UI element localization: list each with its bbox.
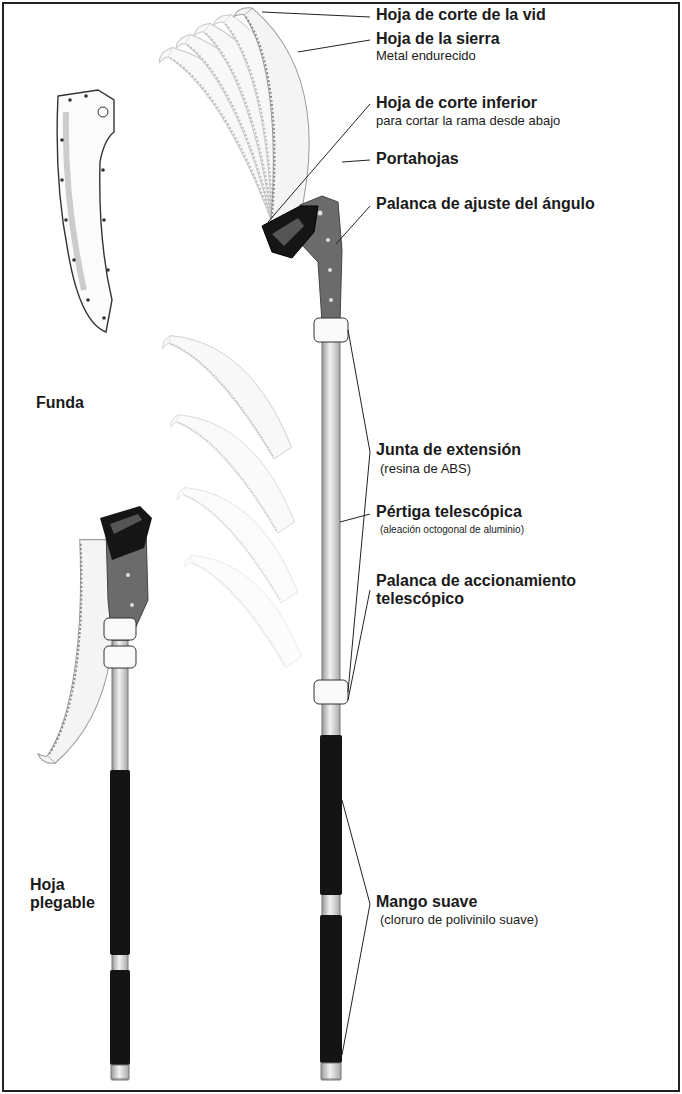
part-note: (resina de ABS) — [380, 462, 471, 477]
part-label: Hoja de la sierra — [376, 30, 500, 48]
lower-cutting-blade — [262, 206, 318, 258]
part-note: (cloruro de polivinilo suave) — [380, 913, 538, 928]
part-note: (aleación octogonal de aluminio) — [380, 524, 524, 536]
part-label: Hoja plegable — [30, 876, 110, 913]
saw-blade — [227, 7, 314, 223]
extension-joint — [314, 318, 348, 342]
soft-grip — [320, 915, 342, 1063]
frame — [3, 3, 679, 1091]
part-label: Palanca de accionamiento telescópico — [376, 572, 608, 609]
part-label: Funda — [36, 394, 84, 412]
extension-joint — [314, 680, 348, 704]
part-note: para cortar la rama desde abajo — [376, 114, 560, 129]
part-label: Portahojas — [376, 150, 459, 168]
part-label: Palanca de ajuste del ángulo — [376, 195, 595, 213]
soft-grip — [320, 735, 342, 895]
blade-positions-lower — [159, 310, 306, 683]
sheath — [57, 90, 114, 332]
part-label: Pértiga telescópica — [376, 503, 522, 521]
part-label: Mango suave — [376, 893, 477, 911]
folded-tool — [38, 506, 152, 1080]
part-note: Metal endurecido — [376, 49, 476, 64]
part-label: Junta de extensión — [376, 441, 521, 459]
part-label: Hoja de corte inferior — [376, 94, 537, 112]
part-label: Hoja de corte de la vid — [376, 6, 546, 24]
leader-lines — [262, 12, 370, 1055]
